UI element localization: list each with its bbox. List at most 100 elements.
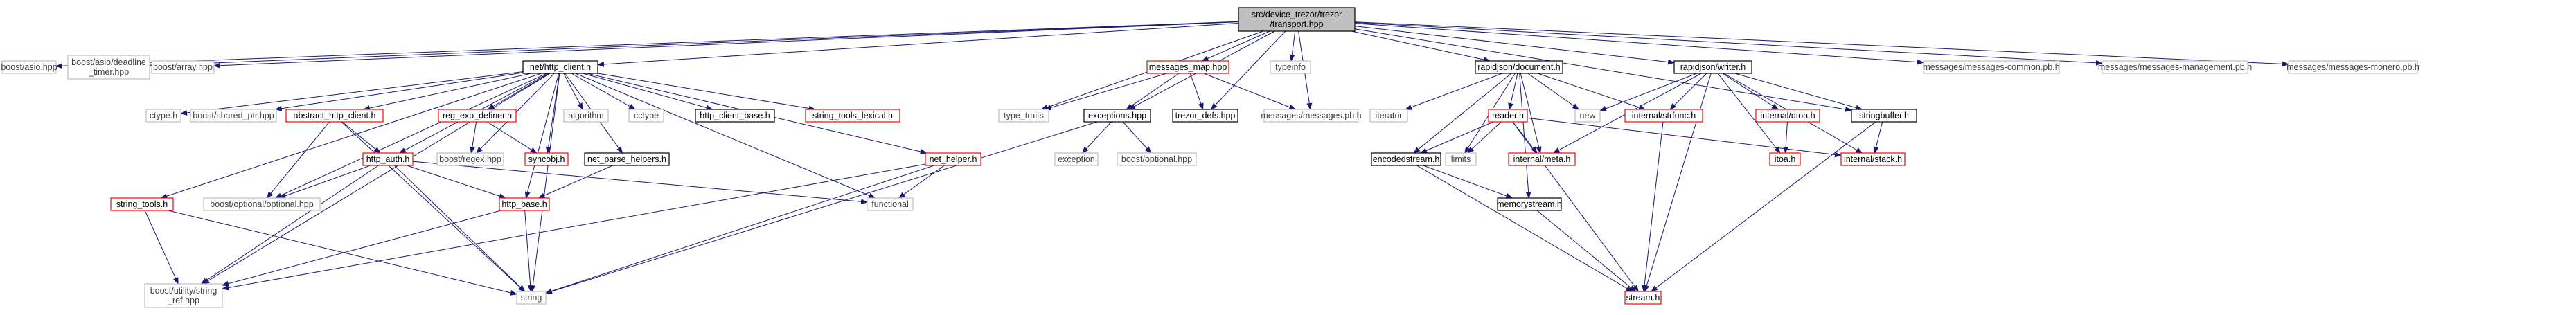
node-meta[interactable]: internal/meta.h bbox=[1508, 152, 1576, 166]
node-label: boost/utility/string bbox=[150, 286, 217, 296]
node-dtoa[interactable]: internal/dtoa.h bbox=[1755, 109, 1820, 123]
node-box bbox=[1840, 152, 1906, 166]
node-rj_writer[interactable]: rapidjson/writer.h bbox=[1673, 60, 1752, 74]
node-box bbox=[1851, 109, 1917, 123]
edge-rj_document-to-iterator bbox=[1405, 73, 1503, 110]
edge-http_client-to-shared_ptr bbox=[274, 72, 524, 111]
node-stream[interactable]: stream.h bbox=[1624, 291, 1662, 305]
node-label: net_parse_helpers.h bbox=[587, 154, 666, 164]
edge-reader-to-stack bbox=[1527, 117, 1842, 158]
edge-exceptions-to-exception bbox=[1081, 121, 1112, 154]
edge-http_auth-to-functional bbox=[412, 161, 868, 205]
node-box bbox=[1146, 60, 1229, 74]
node-label: rapidjson/writer.h bbox=[1680, 62, 1746, 72]
node-box bbox=[145, 109, 181, 123]
node-itoa[interactable]: itoa.h bbox=[1769, 152, 1801, 166]
node-label: boost/optional.hpp bbox=[1121, 154, 1192, 164]
node-box bbox=[563, 109, 609, 123]
node-cctype: cctype bbox=[628, 109, 664, 123]
node-box bbox=[1475, 60, 1563, 74]
edge-rj_document-to-meta bbox=[1520, 73, 1542, 154]
node-msg_mgmt: messages/messages-management.pb.h bbox=[2098, 60, 2252, 74]
node-label: string_tools_lexical.h bbox=[812, 111, 893, 120]
edge-abstract_http-to-string bbox=[341, 121, 526, 292]
node-net_parse[interactable]: net_parse_helpers.h bbox=[584, 152, 670, 166]
node-encodedstream[interactable]: encodedstream.h bbox=[1371, 152, 1441, 166]
node-label: http_base.h bbox=[501, 199, 547, 209]
node-box bbox=[1369, 109, 1408, 123]
node-box bbox=[516, 291, 547, 305]
node-regexp[interactable]: reg_exp_definer.h bbox=[438, 109, 517, 123]
edge-stringbuffer-to-stream bbox=[1651, 121, 1876, 292]
node-rj_document[interactable]: rapidjson/document.h bbox=[1475, 60, 1563, 74]
node-boost_optional: boost/optional.hpp bbox=[1117, 152, 1197, 166]
node-string_tools_lexical[interactable]: string_tools_lexical.h bbox=[805, 109, 900, 123]
edge-string_tools-to-string_ref bbox=[144, 210, 179, 285]
edge-rj_writer-to-dtoa bbox=[1722, 73, 1779, 110]
node-label: memorystream.h bbox=[1497, 199, 1562, 209]
node-exceptions[interactable]: exceptions.hpp bbox=[1083, 109, 1151, 123]
node-label: trezor_defs.hpp bbox=[1175, 111, 1236, 120]
node-label: messages/messages-monero.pb.h bbox=[2286, 62, 2419, 72]
node-label: string_tools.h bbox=[116, 199, 168, 209]
edge-http_client-to-optional_optional bbox=[274, 73, 547, 199]
node-box bbox=[1054, 152, 1099, 166]
node-box bbox=[2288, 60, 2418, 74]
node-box bbox=[285, 109, 384, 123]
edge-net_helper-to-string bbox=[545, 165, 934, 294]
node-box bbox=[524, 152, 569, 166]
node-new: new bbox=[1574, 109, 1601, 123]
node-msg_common: messages/messages-common.pb.h bbox=[1923, 60, 2060, 74]
edge-http_client-to-string bbox=[530, 73, 560, 292]
node-label: messages/messages.pb.h bbox=[1261, 111, 1361, 120]
edge-http_base-to-string bbox=[524, 210, 533, 292]
node-string_tools[interactable]: string_tools.h bbox=[110, 197, 174, 211]
node-box bbox=[1624, 291, 1662, 305]
node-box bbox=[1117, 152, 1197, 166]
node-box bbox=[1755, 109, 1820, 123]
edge-http_auth-to-optional_optional bbox=[278, 165, 371, 199]
node-http_auth[interactable]: http_auth.h bbox=[362, 152, 414, 166]
node-reader[interactable]: reader.h bbox=[1488, 109, 1528, 123]
node-syncobj[interactable]: syncobj.h bbox=[524, 152, 569, 166]
node-abstract_http[interactable]: abstract_http_client.h bbox=[285, 109, 384, 123]
node-messages_pb: messages/messages.pb.h bbox=[1261, 109, 1362, 123]
node-box bbox=[1488, 109, 1528, 123]
node-messages_map[interactable]: messages_map.hpp bbox=[1146, 60, 1229, 74]
node-net_helper[interactable]: net_helper.h bbox=[925, 152, 981, 166]
node-label: messages/messages-management.pb.h bbox=[2098, 62, 2252, 72]
node-http_client_base[interactable]: http_client_base.h bbox=[695, 109, 775, 123]
nodes-layer: src/device_trezor/trezor/transport.hppbo… bbox=[1, 7, 2419, 308]
edge-root-to-http_client bbox=[597, 22, 1239, 67]
node-http_client[interactable]: net/http_client.h bbox=[522, 60, 598, 74]
node-box bbox=[1445, 152, 1477, 166]
node-trezor_defs[interactable]: trezor_defs.hpp bbox=[1172, 109, 1238, 123]
node-label: exception bbox=[1058, 154, 1095, 164]
node-box bbox=[1769, 152, 1801, 166]
node-box bbox=[67, 55, 150, 80]
node-http_base[interactable]: http_base.h bbox=[499, 197, 550, 211]
node-strfunc[interactable]: internal/strfunc.h bbox=[1624, 109, 1703, 123]
node-box bbox=[1508, 152, 1576, 166]
node-box bbox=[436, 152, 504, 166]
node-label: stream.h bbox=[1626, 293, 1660, 303]
node-algorithm: algorithm bbox=[563, 109, 609, 123]
node-label: encodedstream.h bbox=[1373, 154, 1440, 164]
node-label: _timer.hpp bbox=[88, 67, 129, 77]
node-root[interactable]: src/device_trezor/trezor/transport.hpp bbox=[1238, 7, 1356, 32]
node-label: /transport.hpp bbox=[1270, 19, 1323, 29]
edge-reader-to-stream bbox=[1512, 121, 1639, 292]
edge-http_client-to-algorithm bbox=[563, 73, 583, 110]
node-box bbox=[1923, 60, 2060, 74]
node-label: algorithm bbox=[568, 111, 603, 120]
node-stack[interactable]: internal/stack.h bbox=[1840, 152, 1906, 166]
edge-strfunc-to-stream bbox=[1642, 121, 1664, 292]
node-label: boost/asio.hpp bbox=[1, 62, 57, 72]
node-box bbox=[584, 152, 670, 166]
edge-rj_writer-to-stream bbox=[1644, 73, 1712, 292]
node-label: iterator bbox=[1376, 111, 1403, 120]
edge-rj_document-to-encodedstream bbox=[1413, 73, 1512, 154]
node-memorystream[interactable]: memorystream.h bbox=[1497, 197, 1562, 211]
edge-messages_map-to-trezor_defs bbox=[1189, 73, 1204, 110]
node-stringbuffer[interactable]: stringbuffer.h bbox=[1851, 109, 1917, 123]
